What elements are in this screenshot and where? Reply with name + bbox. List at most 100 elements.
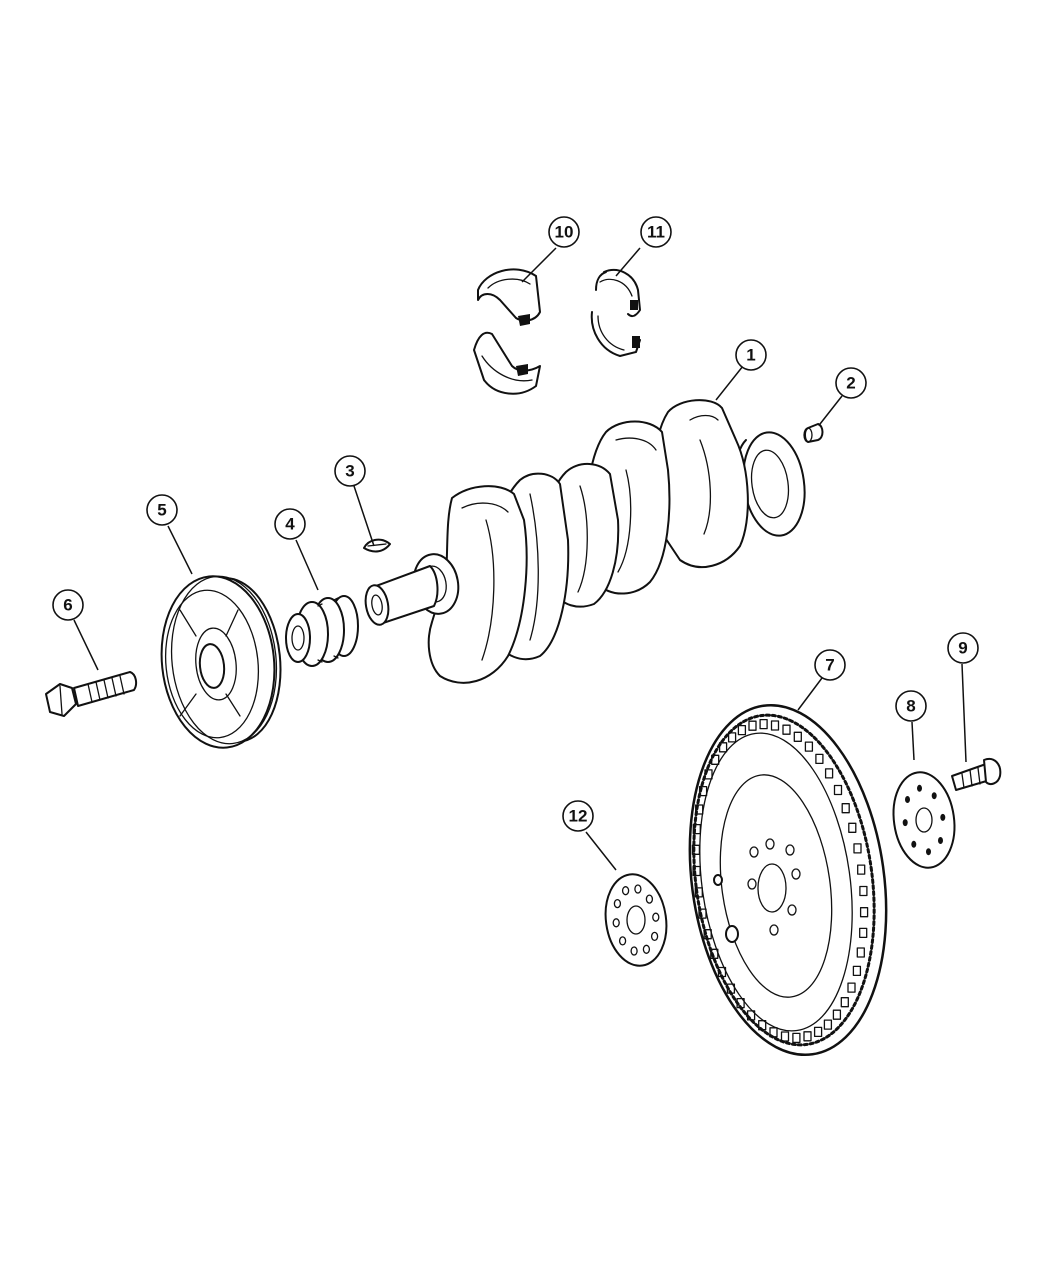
plate-bolt-hole xyxy=(905,796,910,803)
callout-5: 5 xyxy=(146,494,178,526)
plate-bolt-hole xyxy=(902,819,908,827)
callout-label: 11 xyxy=(647,223,665,242)
damper-bolt xyxy=(45,671,138,717)
flexplate-window xyxy=(748,720,757,731)
flexplate-bolt xyxy=(951,758,1002,791)
callout-12: 12 xyxy=(562,800,594,832)
flexplate-window xyxy=(718,742,728,753)
flexplate xyxy=(688,703,888,1057)
callout-label: 8 xyxy=(906,697,915,716)
callout-4: 4 xyxy=(274,508,306,540)
flexplate-window xyxy=(695,804,704,815)
woodruff-key xyxy=(363,538,391,553)
flexplate-window xyxy=(746,1010,756,1021)
plate-bolt-hole xyxy=(634,884,642,894)
flexplate-window xyxy=(859,927,868,939)
callout-label: 12 xyxy=(569,807,588,826)
callout-8: 8 xyxy=(895,690,927,722)
flexplate-window xyxy=(711,754,720,765)
flexplate-window xyxy=(770,720,780,731)
callout-9: 9 xyxy=(947,632,979,664)
callout-label: 2 xyxy=(846,374,855,393)
flexplate-window xyxy=(717,966,727,978)
flexplate-window xyxy=(727,732,737,743)
callouts: 1 2 3 4 5 6 7 8 xyxy=(52,216,979,832)
callout-label: 5 xyxy=(157,501,166,520)
reinforcement-plate xyxy=(892,771,956,869)
flexplate-window xyxy=(692,865,701,877)
flexplate-window xyxy=(804,741,814,752)
flexplate-window xyxy=(823,1019,833,1030)
callout-10: 10 xyxy=(548,216,580,248)
callout-2: 2 xyxy=(835,367,867,399)
flexplate-window xyxy=(698,908,707,919)
flexplate-window xyxy=(832,1009,842,1020)
plate-bolt-hole xyxy=(645,894,654,904)
flexplate-window xyxy=(793,731,802,742)
flexplate-window xyxy=(813,1026,823,1038)
flexplate-window xyxy=(840,997,849,1008)
flexplate-window xyxy=(859,885,868,897)
pilot-bushing xyxy=(803,423,824,443)
main-bearing-shells xyxy=(473,268,541,395)
flexplate-window xyxy=(859,907,869,918)
flexplate-window xyxy=(792,1032,801,1044)
flexplate-window xyxy=(726,983,736,994)
callout-label: 1 xyxy=(746,346,755,365)
callout-11: 11 xyxy=(640,216,672,248)
flexplate-window xyxy=(710,948,719,959)
flexplate-window xyxy=(853,843,862,854)
callout-1: 1 xyxy=(735,339,767,371)
callout-label: 3 xyxy=(345,462,354,481)
plate-bolt-hole xyxy=(618,936,627,946)
flexplate-window xyxy=(780,1031,790,1042)
plate-bolt-hole xyxy=(613,898,622,909)
flexplate-window xyxy=(852,965,862,977)
flexplate-window xyxy=(694,887,703,898)
flexplate-window xyxy=(824,768,834,779)
crankshaft-sprocket xyxy=(285,595,359,667)
plate-bolt-hole xyxy=(938,837,943,844)
flexplate-window xyxy=(737,724,747,736)
flexplate-window xyxy=(759,718,768,730)
flexplate-window xyxy=(815,753,824,765)
plate-bolt-hole xyxy=(630,946,638,956)
callout-6: 6 xyxy=(52,589,84,621)
callout-label: 4 xyxy=(285,515,295,534)
callout-label: 6 xyxy=(63,596,72,615)
flexplate-window xyxy=(691,844,701,855)
plate-bolt-hole xyxy=(621,886,630,896)
plate-bolt-hole xyxy=(917,784,922,792)
flexplate-window xyxy=(736,997,745,1009)
flexplate-window xyxy=(758,1020,767,1031)
leader-lines xyxy=(73,247,967,871)
plate-bolt-hole xyxy=(940,813,946,821)
callout-3: 3 xyxy=(334,455,366,487)
plate-bolt-hole xyxy=(911,840,917,848)
callout-7: 7 xyxy=(814,649,846,681)
flexplate-window xyxy=(833,784,843,796)
flexplate-window xyxy=(848,822,857,833)
flexplate-window xyxy=(698,785,708,797)
flexplate-window xyxy=(841,803,850,814)
plate-bolt-hole xyxy=(652,912,660,922)
plate-bolt-hole xyxy=(612,918,620,928)
vibration-damper xyxy=(160,575,282,749)
callout-label: 9 xyxy=(958,639,967,658)
plate-bolt-hole xyxy=(642,944,651,954)
flexplate-window xyxy=(856,947,865,958)
thrust-washers xyxy=(590,269,641,357)
crankshaft xyxy=(364,399,806,684)
flexplate-window xyxy=(803,1031,812,1042)
flexplate-window xyxy=(769,1027,778,1038)
flexplate-window xyxy=(704,769,713,780)
flexplate-window xyxy=(847,982,856,993)
flexplate-window xyxy=(692,823,701,835)
plate-bolt-hole xyxy=(926,848,931,856)
spacer-plate xyxy=(604,873,668,967)
flexplate-window xyxy=(703,929,712,940)
plate-bolt-hole xyxy=(931,792,937,800)
plate-bolt-hole xyxy=(650,931,659,942)
flexplate-window xyxy=(782,724,791,735)
